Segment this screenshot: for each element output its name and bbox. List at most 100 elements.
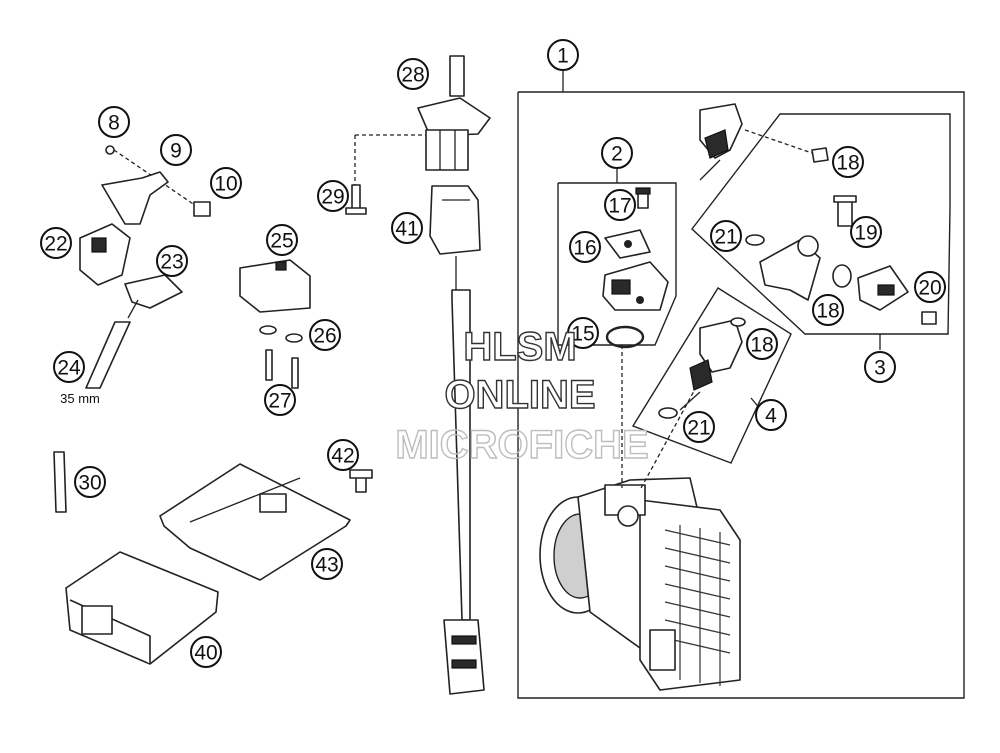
callout-8: 8 <box>98 106 130 138</box>
callout-24: 24 <box>53 351 85 383</box>
callout-4: 4 <box>755 399 787 431</box>
callout-number: 18 <box>816 300 839 323</box>
callout-circle <box>391 212 423 244</box>
callout-number: 22 <box>44 233 67 256</box>
callout-10: 10 <box>210 167 242 199</box>
callout-circle <box>812 294 844 326</box>
callout-number: 21 <box>687 417 710 440</box>
o-ring-21-lower <box>658 407 678 419</box>
callout-number: 40 <box>194 642 217 665</box>
callout-41: 41 <box>391 212 423 244</box>
callout-29: 29 <box>317 180 349 212</box>
callout-circle <box>309 319 341 351</box>
sensor-25 <box>239 259 311 313</box>
callout-circle <box>327 439 359 471</box>
callout-number: 26 <box>313 325 336 348</box>
callout-circle <box>156 245 188 277</box>
callout-number: 29 <box>321 186 344 209</box>
callout-23: 23 <box>156 245 188 277</box>
callout-circle <box>864 351 896 383</box>
screws-27 <box>265 349 299 389</box>
callout-circle <box>190 636 222 668</box>
watermark-line3: MICROFICHE <box>395 423 648 467</box>
part-18-lower <box>730 317 746 327</box>
callout-circle <box>397 58 429 90</box>
throttle-body <box>539 345 741 691</box>
callout-circle <box>210 167 242 199</box>
callout-circle <box>98 106 130 138</box>
callout-number: 28 <box>401 64 424 87</box>
watermark-line1: HLSM <box>463 325 576 369</box>
callout-circle <box>683 411 715 443</box>
callout-circle <box>74 466 106 498</box>
map-sensor <box>602 261 669 311</box>
callout-number: 41 <box>395 218 418 241</box>
callout-18a: 18 <box>832 146 864 178</box>
callout-circle <box>832 146 864 178</box>
callout-9: 9 <box>160 134 192 166</box>
sensor-part-17 <box>635 187 651 209</box>
callout-circle <box>850 216 882 248</box>
callout-number: 43 <box>315 554 338 577</box>
callout-21a: 21 <box>710 220 742 252</box>
part-19 <box>833 195 857 227</box>
callout-42: 42 <box>327 439 359 471</box>
callout-26: 26 <box>309 319 341 351</box>
callout-27: 27 <box>264 384 296 416</box>
sensor-part-16 <box>604 229 651 259</box>
injector-lower <box>679 319 743 411</box>
callout-22: 22 <box>40 227 72 259</box>
fuel-rail <box>759 235 821 301</box>
callout-number: 24 <box>57 357 81 380</box>
callout-number: 30 <box>78 472 101 495</box>
callout-number: 19 <box>854 222 877 245</box>
callout-19: 19 <box>850 216 882 248</box>
callout-40: 40 <box>190 636 222 668</box>
injector-top <box>699 103 813 181</box>
callout-circle <box>317 180 349 212</box>
callout-circle <box>264 384 296 416</box>
callout-number: 2 <box>611 143 623 166</box>
o-ring-21-top <box>745 234 765 246</box>
callout-43: 43 <box>311 548 343 580</box>
callout-25: 25 <box>266 224 298 256</box>
sensor-cable <box>443 256 485 695</box>
callout-circle <box>710 220 742 252</box>
strap-30 <box>53 451 67 513</box>
part-18-top <box>811 147 829 163</box>
sensor-23 <box>124 274 183 319</box>
callout-number: 1 <box>557 45 569 68</box>
callout-3: 3 <box>864 351 896 383</box>
callout-circle <box>601 137 633 169</box>
fuel-screw <box>921 311 937 325</box>
callout-number: 3 <box>874 357 886 380</box>
callout-circle <box>160 134 192 166</box>
callout-1: 1 <box>547 39 579 71</box>
fuel-fitting <box>857 265 909 311</box>
group-box-3 <box>691 113 951 350</box>
callout-number: 18 <box>836 152 859 175</box>
callout-number: 20 <box>918 277 941 300</box>
callout-28: 28 <box>397 58 429 90</box>
callout-circle <box>311 548 343 580</box>
watermark-line2: ONLINE <box>444 373 595 417</box>
callout-number: 17 <box>608 195 631 218</box>
washers-26 <box>259 325 303 343</box>
group-box-1 <box>517 70 965 699</box>
callout-number: 15 <box>571 323 594 346</box>
watermark: HLSM ONLINE MICROFICHE <box>395 324 650 467</box>
group-box-2 <box>557 168 677 346</box>
callout-circle <box>53 351 85 383</box>
ecu-40 <box>65 551 219 665</box>
ecu-holder-43 <box>159 463 351 581</box>
bolt-29 <box>345 134 426 215</box>
callout-21b: 21 <box>683 411 715 443</box>
callout-number: 9 <box>170 140 182 163</box>
callout-number: 16 <box>573 237 596 260</box>
callout-30: 30 <box>74 466 106 498</box>
o-ring-15 <box>605 325 645 349</box>
callout-18b: 18 <box>812 294 844 326</box>
callout-circle <box>755 399 787 431</box>
callout-2: 2 <box>601 137 633 169</box>
